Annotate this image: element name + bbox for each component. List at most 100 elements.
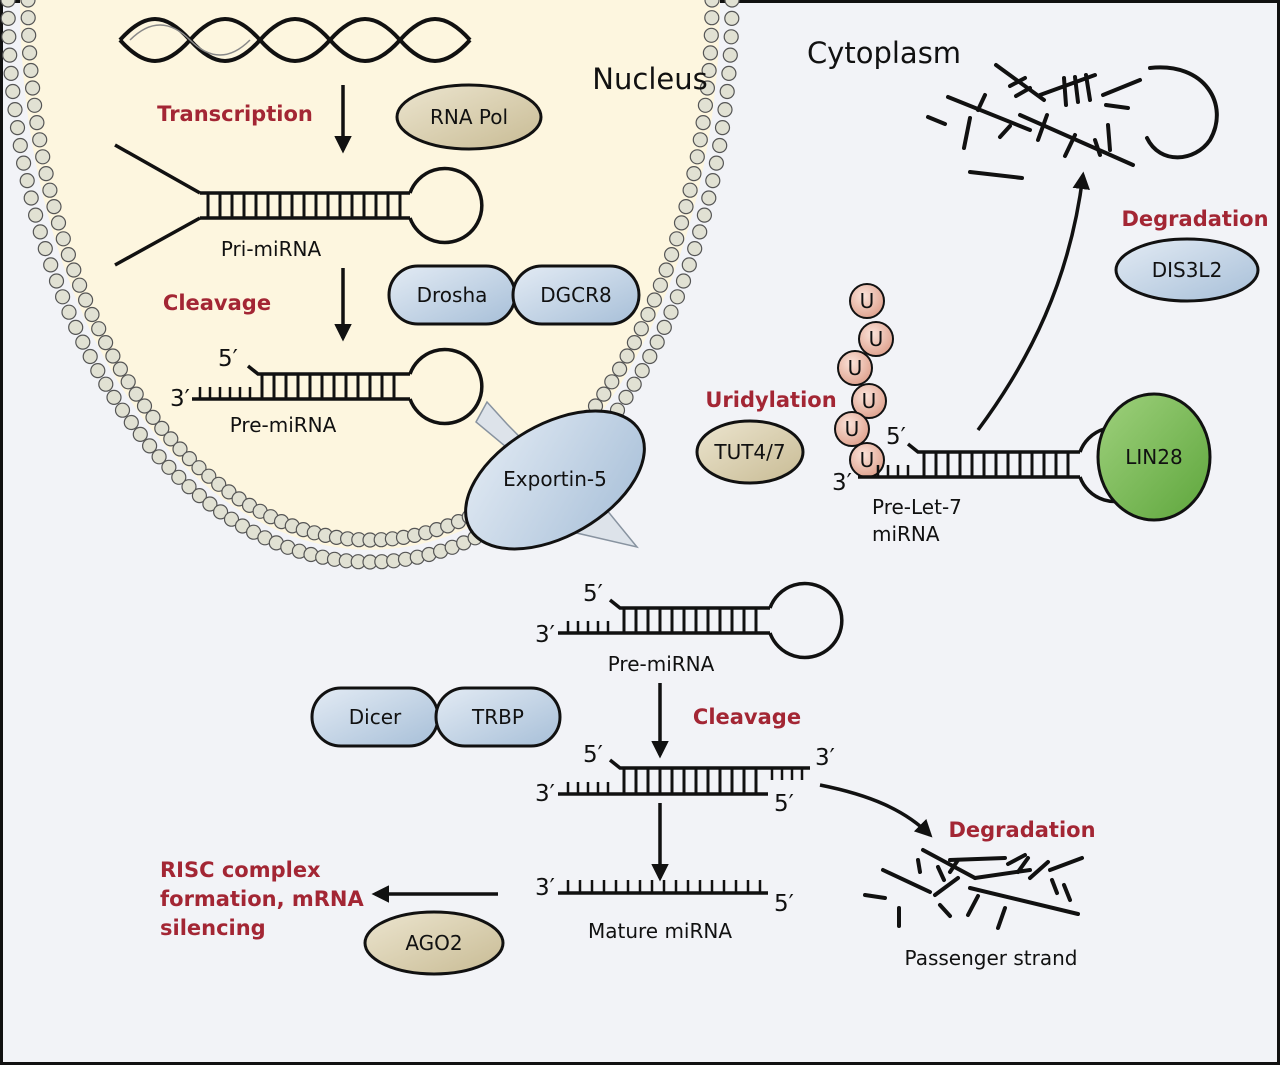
- lipid-head: [77, 292, 94, 308]
- lipid-head: [705, 173, 721, 189]
- lipid-head: [128, 386, 144, 402]
- lipid-head: [2, 47, 18, 63]
- lipid-head: [142, 438, 158, 454]
- nuclear-membrane: [0, 0, 740, 570]
- pri-mirna-base-pairs: [206, 193, 402, 218]
- lipid-head: [132, 426, 148, 442]
- lipid-head: [23, 190, 39, 206]
- risc-label-line2: formation, mRNA: [160, 887, 365, 911]
- lipid-head: [640, 306, 656, 323]
- lipid-head: [724, 0, 740, 8]
- lipid-head: [161, 459, 177, 475]
- lipid-head: [114, 402, 131, 418]
- lin28-label: LIN28: [1125, 445, 1182, 469]
- ago2-label: AGO2: [405, 931, 462, 955]
- lipid-head: [649, 334, 665, 350]
- lipid-head: [112, 361, 129, 377]
- uridine-tail: U U U U U U: [834, 283, 894, 478]
- lipid-head: [708, 155, 725, 171]
- mature-mirna-label: Mature miRNA: [588, 919, 732, 943]
- lipid-head: [26, 97, 43, 113]
- lipid-head: [704, 10, 720, 26]
- uridine-bead: [858, 321, 894, 357]
- lipid-head: [663, 304, 679, 320]
- duplex-3prime-right: 3′: [815, 745, 835, 771]
- lipid-head: [35, 149, 51, 165]
- lipid-head: [181, 451, 197, 467]
- lipid-head: [22, 45, 38, 61]
- pre-let7-label-line1: Pre-Let-7: [872, 495, 962, 519]
- cytoplasmic-pre-mirna-base-pairs: [622, 608, 758, 633]
- passenger-degradation-label: Degradation: [948, 818, 1095, 842]
- lipid-head: [702, 45, 719, 61]
- uridine-label: U: [845, 417, 860, 441]
- passenger-strand-fragments: [863, 848, 1084, 930]
- lipid-head: [191, 488, 207, 504]
- lipid-head: [20, 10, 36, 26]
- uridine-bead: [837, 350, 873, 386]
- lipid-head: [223, 511, 240, 527]
- nuclear-pre-mirna-overhang: [198, 387, 252, 399]
- lipid-head: [1, 29, 17, 45]
- cytoplasmic-pre-mirna-overhang: [566, 621, 610, 633]
- ago2-protein: [363, 910, 505, 976]
- lipid-head: [714, 119, 731, 136]
- lipid-head: [722, 47, 738, 63]
- uridine-label: U: [848, 356, 863, 380]
- lipid-head: [611, 361, 628, 377]
- lipid-head: [60, 247, 77, 263]
- lipid-head: [596, 386, 612, 402]
- lipid-head: [48, 273, 65, 289]
- lipid-head: [120, 374, 136, 390]
- lipid-head: [642, 348, 658, 365]
- degraded-pre-let7-fragments: [926, 63, 1219, 180]
- lipid-head: [626, 376, 642, 392]
- lipid-head: [721, 65, 737, 82]
- lipid-head: [719, 83, 735, 100]
- lipid-head: [29, 114, 45, 131]
- lipid-head: [105, 348, 121, 364]
- lipid-head: [16, 155, 32, 171]
- mirna-duplex-overhang-left: [566, 782, 610, 794]
- cytoplasmic-pre-mirna-label: Pre-miRNA: [608, 652, 715, 676]
- uridine-bead: [834, 411, 870, 447]
- lipid-head: [717, 101, 733, 118]
- lipid-head: [723, 29, 739, 45]
- lipid-head: [669, 231, 685, 247]
- lipid-head: [84, 306, 100, 323]
- nuclear-cleavage-label: Cleavage: [163, 291, 271, 315]
- dis3l2-label: DIS3L2: [1152, 258, 1223, 282]
- lipid-head: [663, 247, 680, 263]
- rna-pol-protein: [395, 83, 543, 151]
- uridine-label: U: [862, 389, 877, 413]
- lipid-head: [703, 27, 719, 43]
- duplex-5prime-right: 5′: [774, 791, 794, 817]
- lipid-head: [634, 363, 650, 379]
- dgcr8-protein: [511, 264, 641, 326]
- let7-degradation-arrow: [976, 171, 1090, 432]
- exportin5-label: Exportin-5: [503, 467, 607, 491]
- tut47-protein: [695, 419, 805, 485]
- lipid-head: [658, 262, 674, 278]
- lipid-head: [75, 334, 91, 350]
- lipid-head: [686, 166, 702, 182]
- pre-let7-3prime: 3′: [832, 470, 852, 496]
- lipid-head: [24, 80, 41, 96]
- lipid-head: [211, 476, 227, 492]
- lipid-head: [201, 468, 217, 484]
- lipid-head: [136, 398, 153, 414]
- uridine-bead: [849, 283, 885, 319]
- lipid-head: [619, 348, 635, 364]
- lipid-head: [43, 257, 59, 273]
- lipid-head: [604, 374, 620, 390]
- lipid-head: [123, 414, 139, 431]
- dis3l2-protein: [1114, 237, 1260, 303]
- trbp-label: TRBP: [471, 705, 524, 729]
- lipid-head: [696, 207, 713, 223]
- dna-helix-icon: [118, 17, 472, 63]
- lipid-head: [712, 137, 728, 154]
- cytoplasm-title: Cytoplasm: [807, 36, 961, 70]
- lipid-head: [689, 149, 705, 165]
